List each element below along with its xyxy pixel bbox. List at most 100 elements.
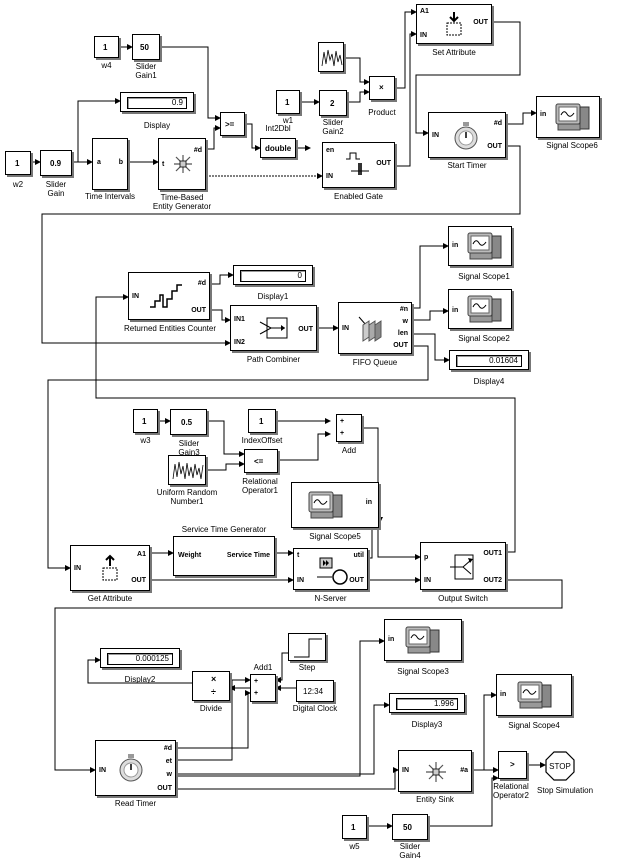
noise-icon [172, 461, 204, 480]
w4-label: w4 [101, 61, 112, 70]
path-combiner-block[interactable]: IN1 IN2 OUT [230, 305, 317, 351]
display4-block[interactable]: 0.01604 [449, 350, 529, 370]
signal-scope3-block[interactable]: in [384, 619, 462, 661]
relational-operator1[interactable]: <= [244, 449, 278, 473]
scope-icon [308, 491, 343, 519]
fifo-queue-block[interactable]: IN #n w len OUT [338, 302, 412, 354]
slider-gain4[interactable]: 50 [392, 814, 428, 840]
display-label: Display [143, 121, 171, 130]
constant-w1[interactable]: 1 [276, 90, 300, 114]
read-timer-label: Read Timer [114, 799, 157, 808]
display2-block[interactable]: 0.000125 [100, 648, 180, 668]
time-intervals-block[interactable]: a b [92, 138, 128, 190]
random-scope-block[interactable] [318, 42, 344, 72]
n-server-label: N-Server [314, 594, 347, 603]
signal-scope3-label: Signal Scope3 [397, 667, 449, 676]
step-block[interactable] [288, 633, 326, 661]
display1-block[interactable]: 0 [233, 265, 313, 285]
display1-readout: 0 [240, 270, 306, 282]
slider-gain-label: Slider Gain [45, 180, 67, 198]
divide-label: Divide [199, 704, 223, 713]
stopwatch-icon [454, 122, 478, 150]
stop-sign-text: STOP [549, 762, 571, 771]
scope-icon [405, 626, 440, 654]
signal-scope4-block[interactable]: in [496, 674, 572, 716]
signal-scope5-block[interactable]: in [291, 482, 379, 528]
double-block[interactable]: double [260, 138, 296, 158]
enabled-gate-block[interactable]: en IN OUT [322, 142, 395, 188]
slider-gain2[interactable]: 2 [319, 90, 347, 116]
display2-readout: 0.000125 [107, 653, 173, 665]
staircase-icon [150, 284, 182, 308]
stop-sign-icon[interactable]: STOP [545, 751, 575, 781]
relational-operator2[interactable]: > [498, 751, 527, 779]
digital-clock-label: Digital Clock [292, 704, 338, 713]
stop-simulation-label: Stop Simulation [536, 786, 594, 795]
output-switch-label: Output Switch [438, 594, 488, 603]
add1-label: Add1 [253, 663, 273, 672]
signal-scope6-block[interactable]: in [536, 96, 600, 138]
constant-w3[interactable]: 1 [133, 409, 158, 433]
enabled-gate-label: Enabled Gate [334, 192, 383, 201]
product-block[interactable]: × [369, 76, 395, 100]
add-label: Add [341, 446, 357, 455]
gate-icon [346, 152, 369, 175]
get-attribute-block[interactable]: IN A1 OUT [70, 545, 150, 591]
time-intervals-label: Time Intervals [85, 192, 135, 201]
index-offset-block[interactable]: 1 [248, 409, 276, 433]
signal-scope6-label: Signal Scope6 [546, 141, 598, 150]
fifo-queue-label: FIFO Queue [352, 358, 398, 367]
n-server-block[interactable]: t util IN OUT [293, 548, 368, 590]
add-block[interactable]: + + [336, 414, 362, 442]
set-attribute-label: Set Attribute [432, 48, 476, 57]
slider-gain3-label: Slider Gain3 [178, 439, 200, 457]
entity-sink-block[interactable]: IN #a [398, 750, 472, 792]
output-switch-icon [450, 554, 474, 580]
uniform-random-label: Uniform Random Number1 [156, 488, 218, 506]
constant-w5[interactable]: 1 [342, 815, 367, 839]
display-block[interactable]: 0.9 [120, 92, 194, 112]
index-offset-label: IndexOffset [241, 436, 283, 445]
output-switch-block[interactable]: p IN OUT1 OUT2 [420, 542, 506, 590]
entity-generator-label: Time-Based Entity Generator [152, 193, 212, 211]
w1-label: w1 [282, 116, 294, 125]
digital-clock-block[interactable]: 12:34 [296, 680, 334, 702]
start-timer-block[interactable]: IN #d OUT [428, 112, 506, 158]
relational-operator-top[interactable]: >= [220, 112, 245, 136]
slider-gain1-label: Slider Gain1 [135, 62, 157, 80]
display3-block[interactable]: 1.996 [389, 693, 465, 713]
display4-label: Display4 [473, 377, 505, 386]
constant-w4[interactable]: 1 [94, 36, 119, 58]
stopwatch-icon [119, 754, 143, 782]
w3-label: w3 [140, 436, 151, 445]
constant-w2[interactable]: 1 [5, 151, 31, 175]
scope-icon [467, 232, 502, 260]
queue-icon [358, 316, 382, 342]
server-icon [317, 557, 348, 585]
signal-scope5-label: Signal Scope5 [309, 532, 361, 541]
uniform-random-block[interactable] [168, 455, 206, 485]
returned-counter-block[interactable]: IN #d OUT [128, 272, 210, 320]
slider-gain[interactable]: 0.9 [40, 150, 72, 176]
service-time-generator-block[interactable]: Weight Service Time [173, 536, 275, 576]
display-readout: 0.9 [127, 97, 187, 109]
display2-label: Display2 [124, 675, 156, 684]
slider-gain3[interactable]: 0.5 [170, 409, 207, 435]
divide-block[interactable]: × ÷ [192, 671, 230, 701]
int2dbl-label: Int2Dbl [265, 124, 291, 133]
set-attribute-block[interactable]: A1 IN OUT [416, 4, 492, 44]
returned-counter-label: Returned Entities Counter [123, 324, 217, 333]
path-combiner-label: Path Combiner [246, 355, 301, 364]
signal-scope1-block[interactable]: in [448, 226, 512, 266]
read-timer-block[interactable]: IN #d et w OUT [95, 740, 176, 796]
entity-generator-icon [174, 155, 192, 173]
signal-scope2-block[interactable]: in [448, 289, 512, 329]
slider-gain1[interactable]: 50 [132, 34, 160, 60]
display1-label: Display1 [257, 292, 289, 301]
add1-block[interactable]: + + [250, 674, 276, 702]
entity-generator-block[interactable]: t #d [158, 138, 206, 190]
signal-scope1-label: Signal Scope1 [458, 272, 510, 281]
step-label: Step [298, 663, 316, 672]
scope-icon [517, 681, 552, 709]
